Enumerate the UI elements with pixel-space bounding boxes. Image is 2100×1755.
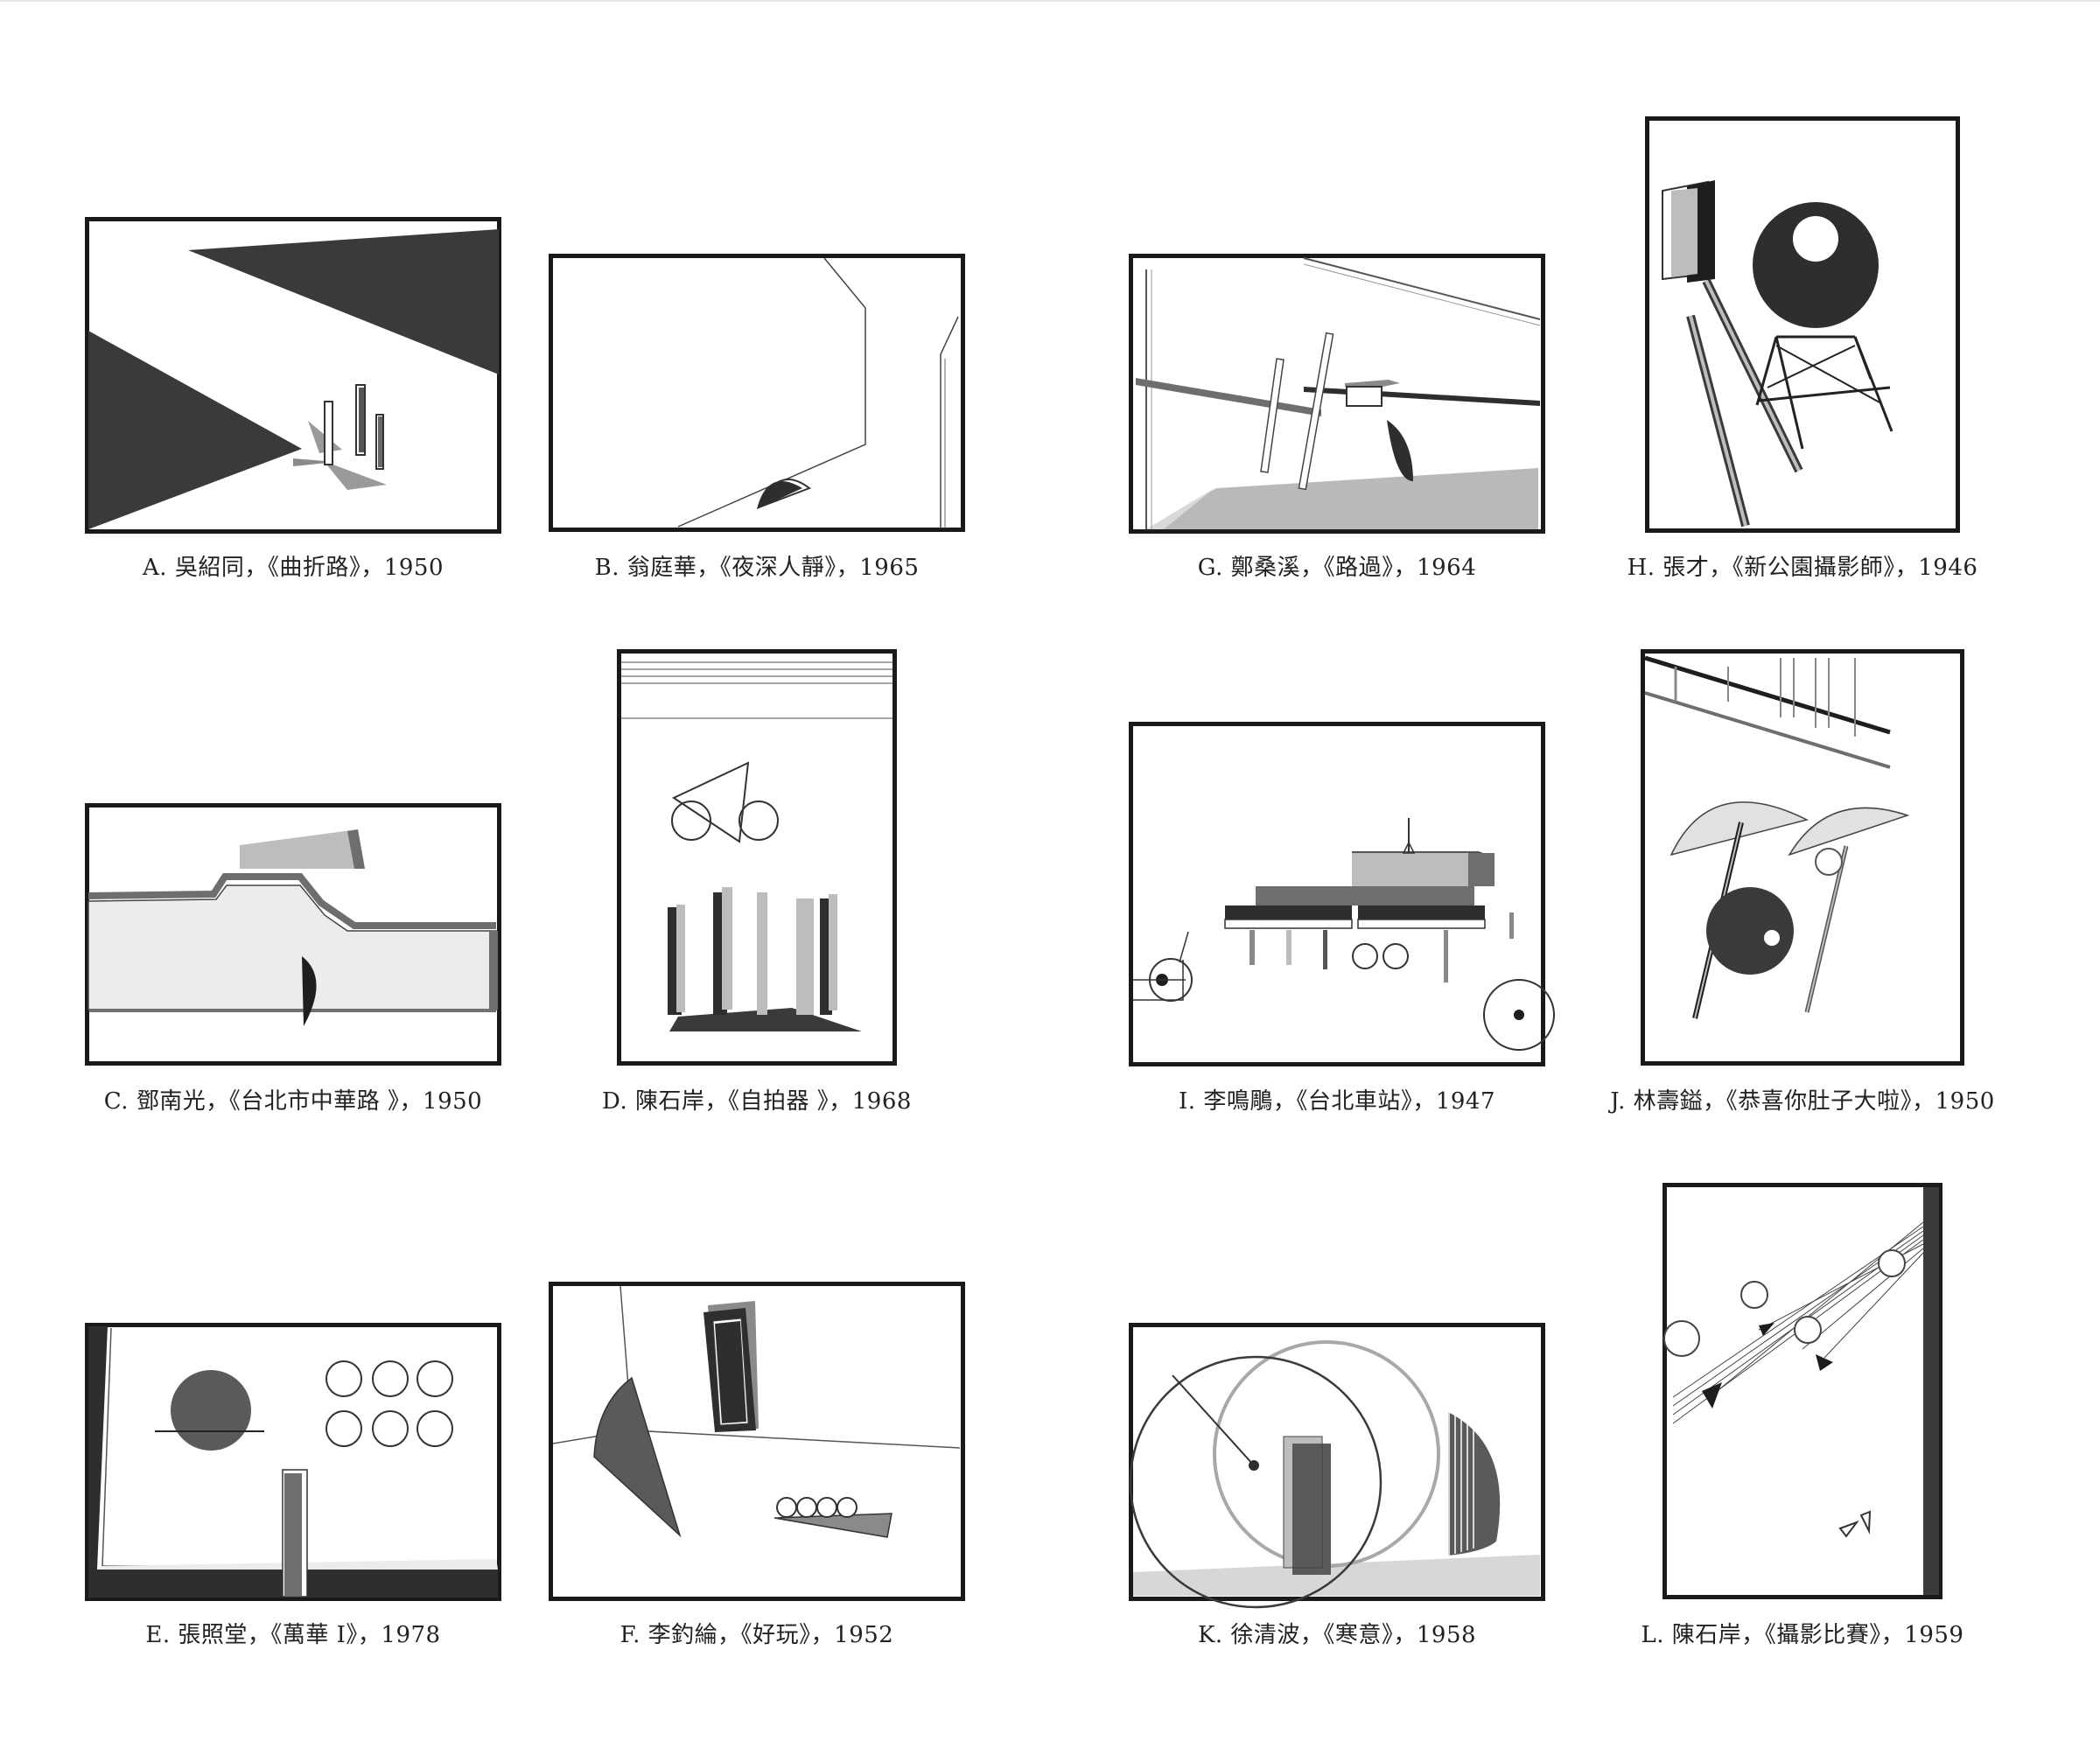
caption-e: E. 張照堂，《萬華 I》，1978 xyxy=(145,1622,441,1648)
caption-h: H. 張才，《新公園攝影師》，1946 xyxy=(1627,555,1978,581)
caption-i: I. 李鳴鵰，《台北車站》，1947 xyxy=(1179,1088,1495,1115)
panel-d-drawing xyxy=(617,649,897,1066)
panel-c xyxy=(85,803,501,1066)
panel-e-drawing xyxy=(85,1323,501,1601)
caption-k: K. 徐清波，《寒意》，1958 xyxy=(1197,1622,1477,1648)
panel-k xyxy=(1129,1323,1545,1609)
panel-g-drawing xyxy=(1129,254,1545,534)
panel-f-drawing xyxy=(549,1282,965,1601)
caption-f: F. 李釣綸，《好玩》，1952 xyxy=(620,1622,894,1648)
panel-k-drawing xyxy=(1129,1323,1545,1609)
panel-l xyxy=(1662,1183,1942,1599)
panel-d xyxy=(617,649,897,1066)
panel-g xyxy=(1129,254,1545,534)
panel-j xyxy=(1641,649,1964,1066)
caption-a: A. 吳紹同，《曲折路》，1950 xyxy=(143,555,444,581)
caption-d: D. 陳石岸，《自拍器 》，1968 xyxy=(602,1088,912,1115)
panel-j-drawing xyxy=(1641,649,1964,1066)
panel-f xyxy=(549,1282,965,1601)
panel-i-drawing xyxy=(1129,722,1555,1066)
top-divider xyxy=(0,0,2100,2)
panel-a xyxy=(85,217,501,534)
panel-h xyxy=(1645,116,1960,533)
caption-b: B. 翁庭華，《夜深人靜》，1965 xyxy=(594,555,920,581)
caption-j: J. 林壽鎰，《恭喜你肚子大啦》，1950 xyxy=(1610,1088,1995,1115)
panel-e xyxy=(85,1323,501,1601)
panel-b-drawing xyxy=(549,254,965,532)
caption-l: L. 陳石岸，《攝影比賽》，1959 xyxy=(1641,1622,1964,1648)
caption-c: C. 鄧南光，《台北市中華路 》，1950 xyxy=(103,1088,483,1115)
panel-c-drawing xyxy=(85,803,501,1066)
panel-h-drawing xyxy=(1645,116,1960,533)
panel-a-drawing xyxy=(85,217,501,534)
panel-b xyxy=(549,254,965,532)
panel-l-drawing xyxy=(1662,1183,1942,1599)
panel-i xyxy=(1129,722,1555,1066)
caption-g: G. 鄭桑溪，《路過》，1964 xyxy=(1197,555,1477,581)
